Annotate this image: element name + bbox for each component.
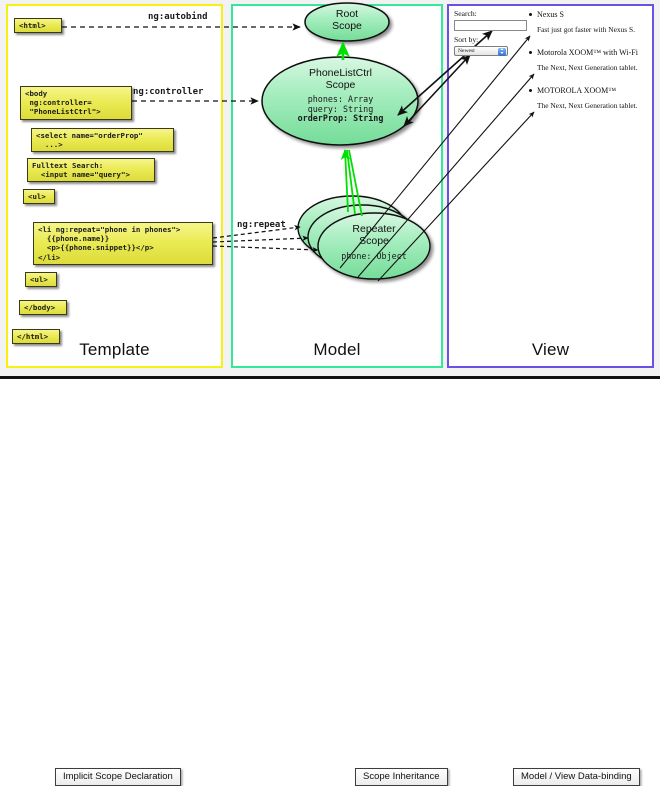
phone-name: MOTOROLA XOOM™ xyxy=(537,86,617,95)
sort-by-select-value: Newest xyxy=(458,48,475,54)
legend-item-scope-inheritance: Scope Inheritance xyxy=(355,768,448,786)
legend-item-implicit-scope-declaration: Implicit Scope Declaration xyxy=(55,768,181,786)
phone-snippet: Fast just got faster with Nexus S. xyxy=(537,25,635,34)
code-box-body-controller[interactable]: <body ng:controller= "PhoneListCtrl"> xyxy=(20,86,132,120)
code-box-ul-open[interactable]: <ul> xyxy=(23,189,55,205)
bullet-icon xyxy=(529,12,532,16)
list-item[interactable]: MOTOROLA XOOM™ The Next, Next Generation… xyxy=(529,86,660,110)
bullet-icon xyxy=(529,88,532,92)
sort-label: Sort by: xyxy=(454,35,479,44)
panel-model: Model xyxy=(231,4,443,368)
panel-view-label: View xyxy=(531,340,570,359)
search-input[interactable] xyxy=(454,20,527,31)
list-item[interactable]: Nexus S Fast just got faster with Nexus … xyxy=(529,10,660,34)
code-box-body-close[interactable]: </body> xyxy=(19,300,67,316)
legend-item-model-view-data-binding: Model / View Data-binding xyxy=(513,768,640,786)
edge-label-repeat: ng:repeat xyxy=(237,220,286,230)
legend: Implicit Scope Declaration Scope Inherit… xyxy=(0,376,660,786)
code-box-li-ng-repeat[interactable]: <li ng:repeat="phone in phones"> {{phone… xyxy=(33,222,213,265)
code-box-html-close[interactable]: </html> xyxy=(12,329,60,345)
edge-label-controller: ng:controller xyxy=(133,87,204,97)
sort-by-select[interactable]: Newest ▲▼ xyxy=(454,46,508,56)
bullet-icon xyxy=(529,50,532,54)
panel-template-label: Template xyxy=(79,340,150,359)
phone-name: Nexus S xyxy=(537,10,564,19)
edge-label-autobind: ng:autobind xyxy=(148,12,208,22)
search-label: Search: xyxy=(454,9,477,18)
phone-snippet: The Next, Next Generation tablet. xyxy=(537,101,638,110)
phone-name: Motorola XOOM™ with Wi-Fi xyxy=(537,48,638,57)
view-app-preview: Search: Sort by: Newest ▲▼ Nexus S Fast … xyxy=(452,9,650,129)
code-box-html-open[interactable]: <html> xyxy=(14,18,62,34)
code-box-select-orderprop[interactable]: <select name="orderProp" ...> xyxy=(31,128,174,153)
phone-snippet: The Next, Next Generation tablet. xyxy=(537,63,638,72)
chevron-updown-icon: ▲▼ xyxy=(498,47,506,56)
code-box-ul-close[interactable]: <ul> xyxy=(25,272,57,288)
list-item[interactable]: Motorola XOOM™ with Wi-Fi The Next, Next… xyxy=(529,48,660,72)
code-box-fulltext-search[interactable]: Fulltext Search: <input name="query"> xyxy=(27,158,155,183)
panel-model-label: Model xyxy=(313,340,361,359)
